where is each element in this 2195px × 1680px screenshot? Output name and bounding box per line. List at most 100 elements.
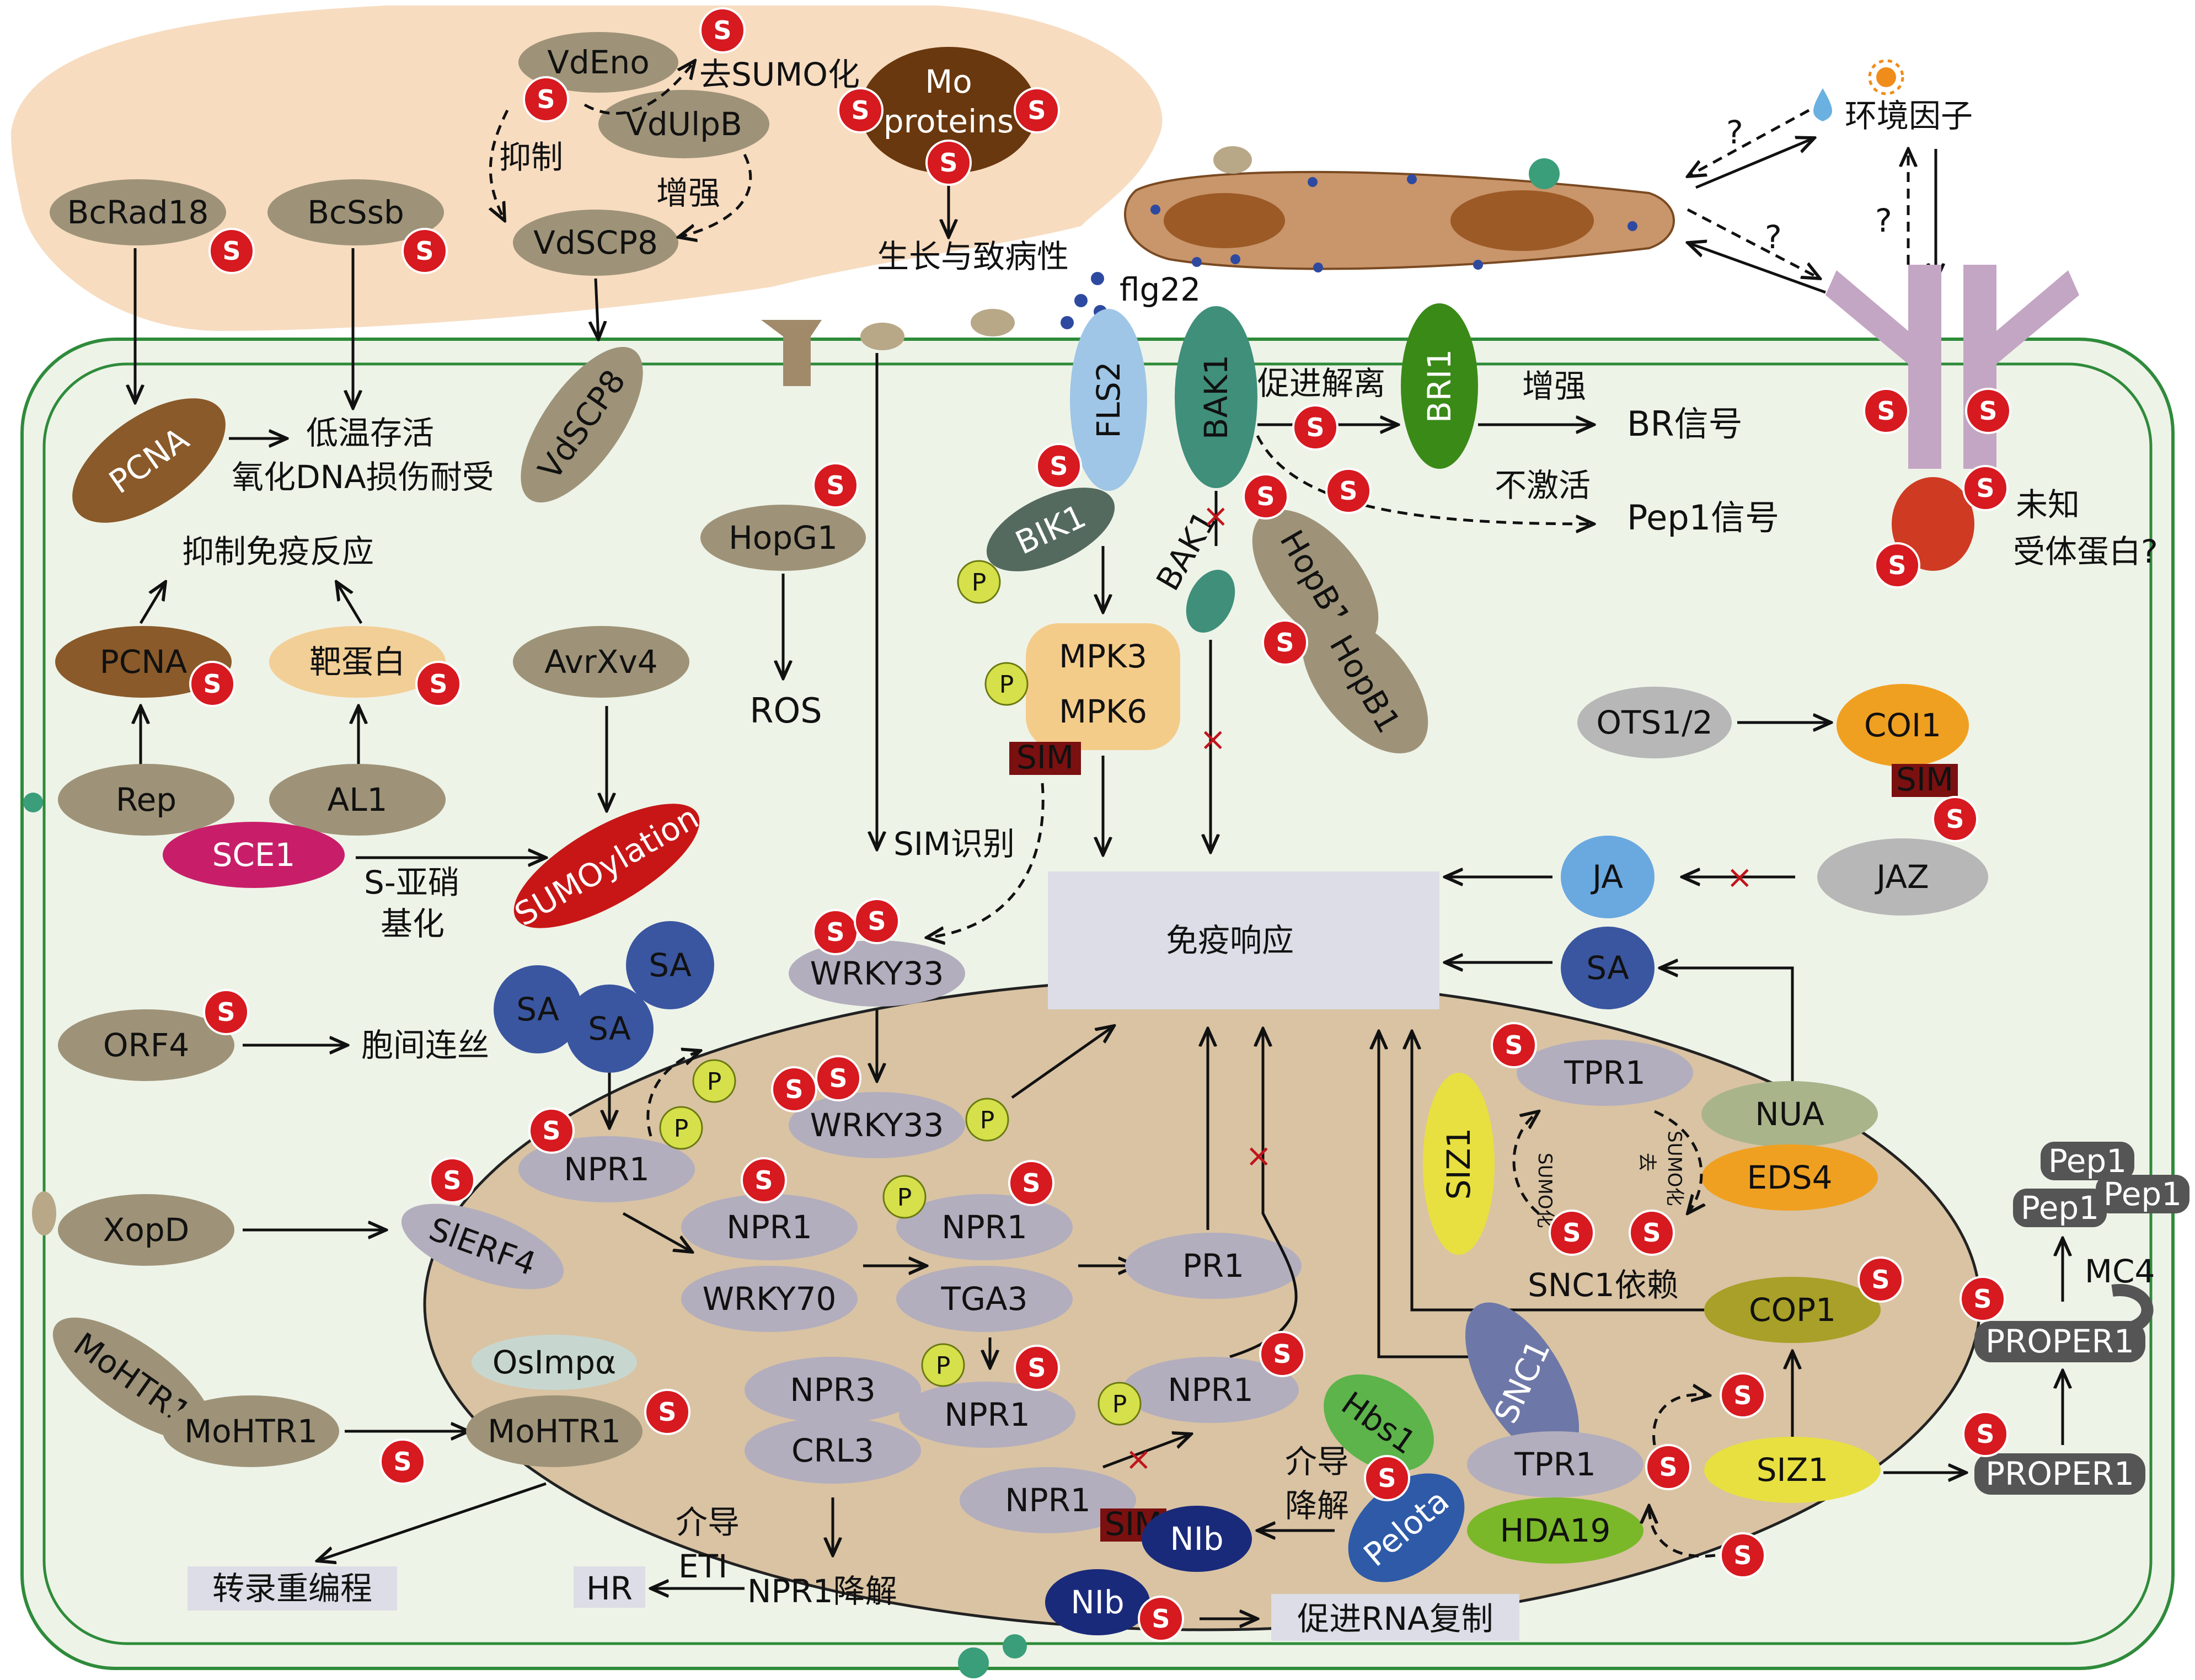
npr1-e-node xyxy=(960,1467,1136,1533)
mo-label-2: proteins xyxy=(884,103,1014,140)
pr1-node xyxy=(1125,1233,1302,1299)
snc1-node xyxy=(1465,1302,1580,1461)
vdeno-label: VdEno xyxy=(547,44,649,81)
sumo-badge xyxy=(1965,388,2011,434)
svg-text:S: S xyxy=(1733,1381,1752,1410)
arrow-sim-wrky xyxy=(927,783,1045,938)
bacterium xyxy=(1124,170,1675,272)
svg-text:S: S xyxy=(429,669,447,699)
svg-text:S: S xyxy=(868,906,886,936)
nib-out-label: NIb xyxy=(1070,1583,1124,1621)
unknown-receptor-2: 受体蛋白? xyxy=(2013,533,2158,570)
ots-label: OTS1/2 xyxy=(1596,704,1712,741)
mpk6-label: MPK6 xyxy=(1059,693,1147,730)
arrow-receptor-to-bact xyxy=(1688,243,1826,294)
cop1-node xyxy=(1704,1277,1881,1343)
phospho-badge xyxy=(1098,1382,1142,1426)
hda19-node xyxy=(1467,1497,1643,1564)
desumo-small-a: 去 xyxy=(1636,1153,1658,1171)
enhance-label: 增强 xyxy=(656,174,720,212)
svg-text:S: S xyxy=(1733,1540,1752,1570)
svg-text:S: S xyxy=(1027,95,1046,125)
phospho-badge xyxy=(921,1343,965,1387)
sumo-badge xyxy=(1857,1256,1904,1303)
avrxv4-label: AvrXv4 xyxy=(544,643,657,681)
moht1-b-label: MoHTR1 xyxy=(184,1413,318,1450)
npr1-b-label: NPR1 xyxy=(726,1208,812,1246)
plasmodesmata-label: 胞间连丝 xyxy=(361,1026,489,1064)
svg-text:S: S xyxy=(785,1074,803,1104)
svg-text:S: S xyxy=(1339,476,1357,506)
mc4-label: MC4 xyxy=(2085,1253,2155,1290)
svg-text:S: S xyxy=(1976,473,1994,503)
rep-node xyxy=(58,764,234,836)
bik1-node xyxy=(986,488,1115,571)
moht1-b-node xyxy=(163,1395,339,1467)
svg-text:S: S xyxy=(829,1063,847,1093)
sa-right-label: SA xyxy=(1586,949,1629,987)
sa-node-2 xyxy=(626,921,714,1009)
sa-node-3 xyxy=(565,985,654,1073)
wrky33-b-node xyxy=(789,1092,965,1158)
fls2-node xyxy=(1070,309,1147,491)
npr3-node xyxy=(745,1357,921,1423)
bri1-node xyxy=(1401,303,1478,469)
arrow-nua-sa xyxy=(1660,968,1794,1087)
cop1-label: COP1 xyxy=(1749,1291,1836,1329)
sumo-badge xyxy=(1549,1210,1595,1256)
xopd-node xyxy=(58,1194,234,1266)
arrow-npr1e-npr1f xyxy=(1102,1434,1191,1469)
svg-text:S: S xyxy=(1946,804,1964,834)
ja-label: JA xyxy=(1591,858,1623,896)
arrow-bak1-pep1 xyxy=(1256,435,1594,524)
sumo-badge xyxy=(1962,465,2009,511)
arrow-enhance xyxy=(678,153,752,237)
tga3-node xyxy=(896,1266,1073,1332)
xopd-label: XopD xyxy=(103,1211,190,1249)
mpk-box xyxy=(1026,623,1180,750)
npr1-f-node xyxy=(1122,1357,1299,1423)
svg-text:S: S xyxy=(754,1165,773,1195)
vdeno-node xyxy=(518,32,678,93)
hda19-label: HDA19 xyxy=(1500,1512,1611,1549)
sumo-badge xyxy=(1014,1345,1060,1391)
svg-text:S: S xyxy=(542,1116,560,1146)
sa-right-node xyxy=(1561,927,1655,1009)
arrow-wrky33-immune xyxy=(1011,1026,1114,1099)
bcssb-node xyxy=(267,179,444,245)
avrxv4-node xyxy=(513,626,689,698)
sumo-badge xyxy=(1138,1596,1184,1642)
sumo-badge xyxy=(699,7,746,53)
svg-text:P: P xyxy=(936,1352,951,1380)
virus-icon xyxy=(23,158,1560,1678)
bcrad18-label: BcRad18 xyxy=(67,194,209,231)
sim-tag-mpk xyxy=(1009,742,1081,775)
bcssb-label: BcSsb xyxy=(307,194,404,231)
sumo-badge xyxy=(528,1107,575,1154)
vdscp8-node xyxy=(513,210,678,276)
rna-rep-label: 促进RNA复制 xyxy=(1297,1600,1493,1638)
immune-response-box xyxy=(1048,871,1439,1009)
proper1-bot-label: PROPER1 xyxy=(1985,1455,2134,1492)
siz1-left-label: SIZ1 xyxy=(1440,1128,1477,1200)
inhibit-label: 抑制 xyxy=(499,138,563,176)
svg-text:S: S xyxy=(415,236,433,266)
br-signal-label: BR信号 xyxy=(1627,404,1743,444)
sa-label-3: SA xyxy=(588,1010,631,1047)
fls2-label: FLS2 xyxy=(1090,361,1127,438)
nib-in-node xyxy=(1142,1506,1252,1572)
nua-node xyxy=(1701,1081,1878,1147)
mo-proteins-node xyxy=(860,47,1037,174)
al1-label: AL1 xyxy=(328,781,388,818)
sumo-badge xyxy=(741,1157,787,1203)
arrow-target-suppress xyxy=(336,582,363,624)
desumo-label: 去SUMO化 xyxy=(699,56,860,93)
wrky70-node xyxy=(681,1266,858,1332)
arrow-env-to-bact xyxy=(1688,109,1810,176)
sumo-badge xyxy=(1014,87,1060,133)
sumo-badge xyxy=(1960,1276,2006,1322)
svg-text:S: S xyxy=(1256,481,1275,511)
npr1-main-node xyxy=(518,1136,695,1202)
